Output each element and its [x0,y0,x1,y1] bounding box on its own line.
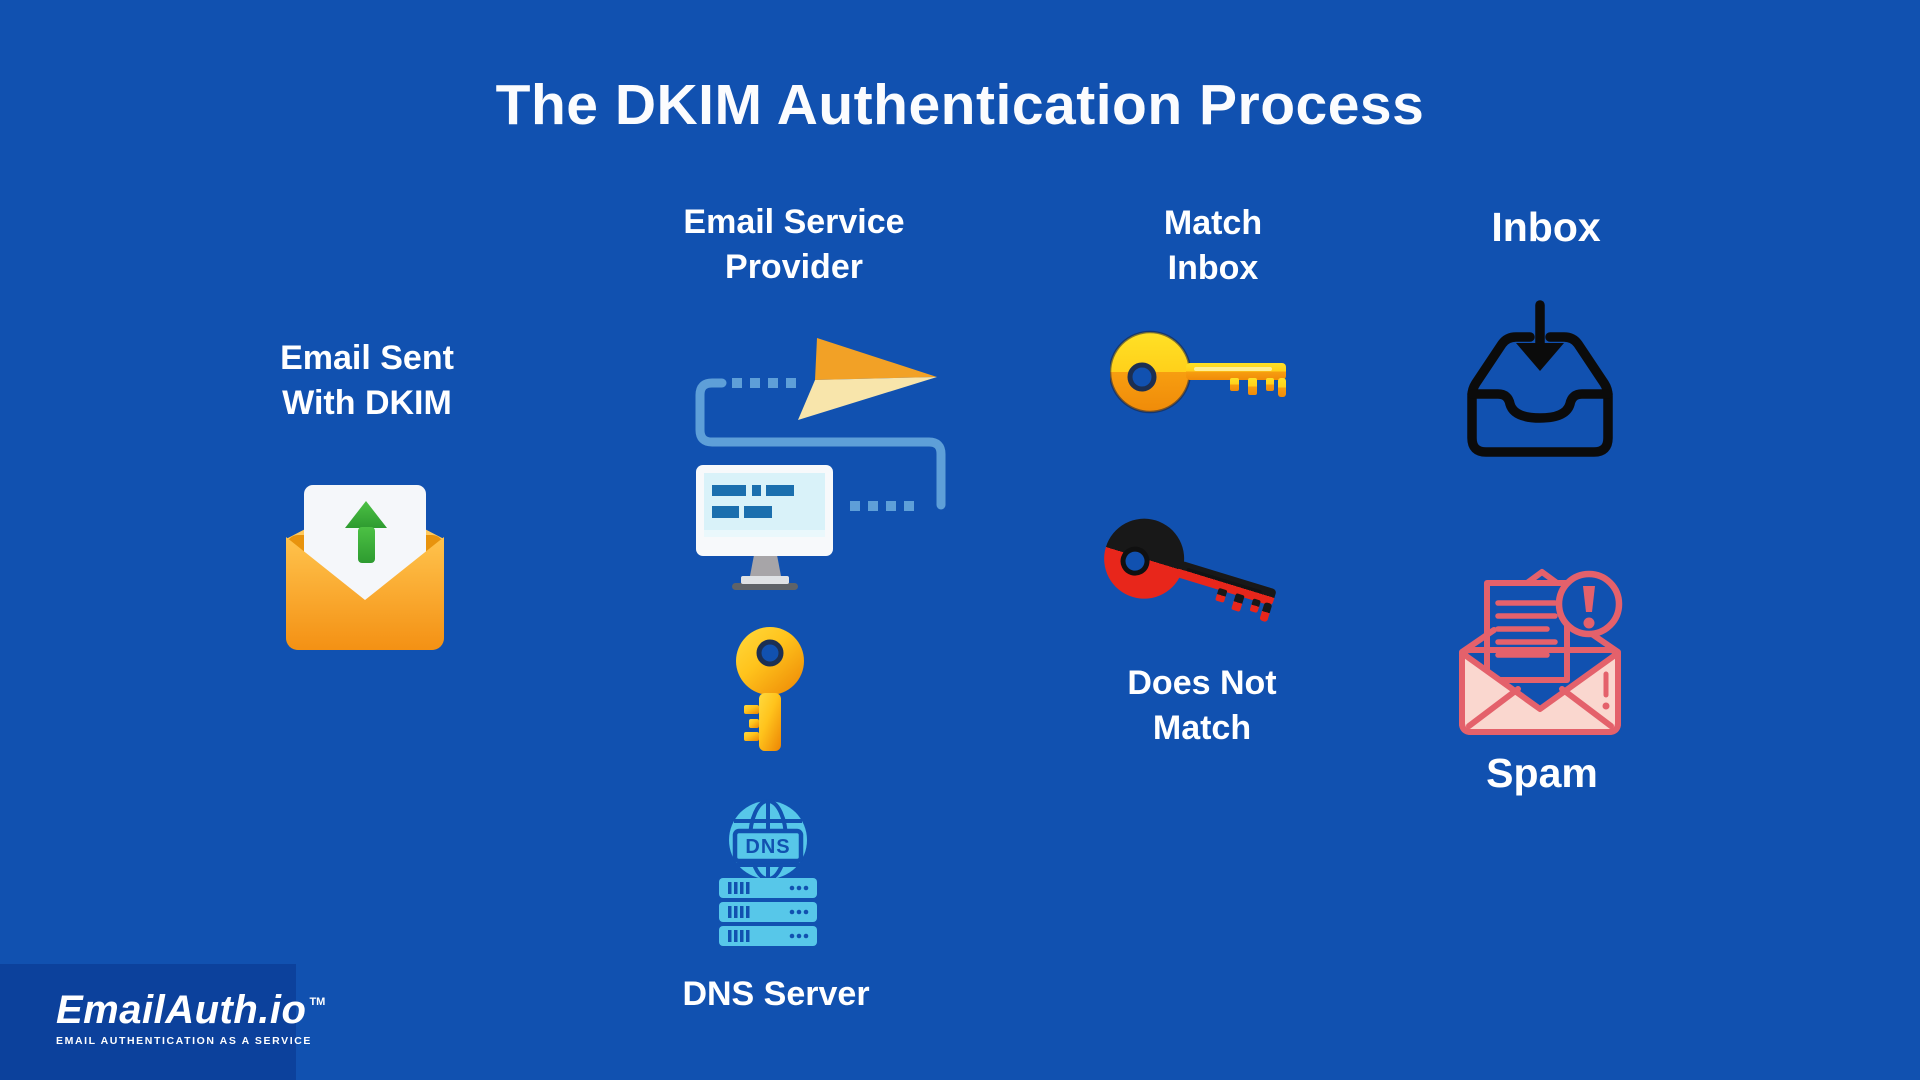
key-hole [756,639,784,667]
brand-name: EmailAuth.io [56,988,307,1032]
up-arrow-icon [345,501,387,528]
down-arrow-head [1516,343,1564,371]
page-title: The DKIM Authentication Process [495,73,1425,137]
small-exclamation [1602,671,1610,710]
logo-background-strip [0,964,296,1080]
label-email-sent: Email Sent With DKIM [280,339,454,422]
monitor-screen-bars [712,485,794,518]
route-dashes-bottom [850,501,914,511]
label-match-inbox: Match Inbox [1163,204,1263,287]
envelope-front [286,537,444,650]
match-key-icon [1110,330,1286,414]
inbox-tray-icon [1467,300,1613,457]
label-email-service-provider: Email Service Provider [683,203,905,286]
server-racks [719,878,817,946]
route-dashes-top [732,378,796,388]
trademark-mark: TM [309,996,326,1008]
label-spam: Spam [1486,750,1598,796]
email-service-provider-icon [695,338,946,590]
paper-plane-icon [798,338,937,420]
letter-with-up-arrow [304,485,426,605]
label-dns-server: DNS Server [682,975,870,1013]
key-hole [1127,362,1157,392]
label-inbox: Inbox [1491,204,1601,250]
dns-server-icon: DNS [719,799,817,946]
dkim-private-key-icon [736,627,804,751]
route-path [695,378,946,511]
spam-envelope-icon [1459,569,1623,735]
label-does-not-match: Does Not Match [1127,664,1277,747]
no-match-key-icon [1104,518,1276,622]
spam-letter [1484,569,1570,683]
brand-tagline: EMAIL AUTHENTICATION AS A SERVICE [56,1035,313,1047]
alert-circle-icon [1555,570,1623,638]
dns-globe: DNS [729,799,807,881]
dkim-envelope-icon [286,485,444,650]
dns-badge: DNS [745,836,790,858]
key-hole [1120,546,1150,576]
monitor-icon [696,465,833,590]
